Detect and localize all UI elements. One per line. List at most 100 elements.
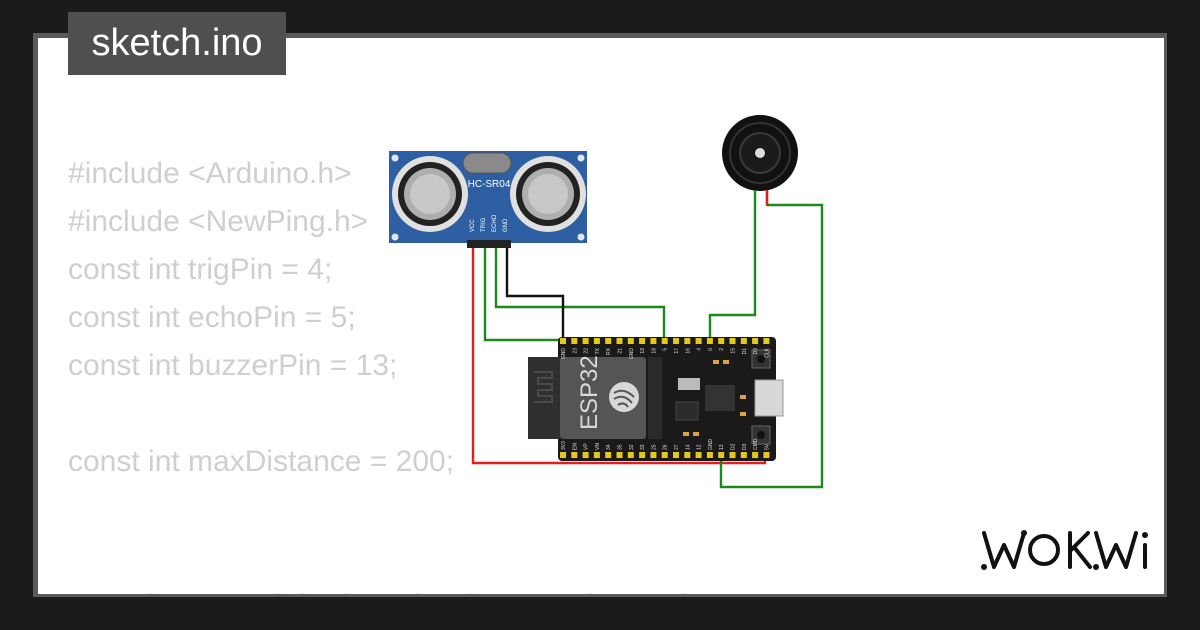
regulator <box>678 378 700 390</box>
pin[interactable] <box>673 338 679 344</box>
pin-label: D0 <box>753 348 759 355</box>
mount-hole <box>391 233 399 241</box>
sensor-pin-label: TRIG <box>481 217 487 232</box>
pin[interactable] <box>650 452 657 458</box>
piezo-buzzer-icon[interactable] <box>722 115 798 191</box>
pin[interactable] <box>639 452 646 458</box>
pin[interactable] <box>752 452 759 458</box>
wire-buzzer-gnd[interactable] <box>708 190 757 340</box>
mount-hole <box>391 154 399 162</box>
pin[interactable] <box>684 338 691 344</box>
pin[interactable] <box>718 338 725 344</box>
pin-label: 34 <box>606 444 612 450</box>
pin[interactable] <box>763 452 770 458</box>
pin-label: 22 <box>584 348 590 354</box>
pin-label: 12 <box>697 444 703 450</box>
wire-gnd[interactable] <box>505 248 565 340</box>
pin-label: 19 <box>640 348 646 354</box>
code-line: const int maxDistance = 200; <box>68 445 455 478</box>
wire-trig[interactable] <box>483 248 563 342</box>
pin[interactable] <box>616 452 623 458</box>
pin[interactable] <box>684 452 691 458</box>
pin[interactable] <box>661 338 668 344</box>
pin[interactable] <box>582 338 589 344</box>
pin[interactable] <box>673 452 679 458</box>
pin[interactable] <box>718 452 725 458</box>
code-line: NewPing sonar(trigPin, echoPin, maxDista… <box>68 582 700 594</box>
pin-label: GND <box>629 348 635 360</box>
crystal-oscillator <box>462 152 512 174</box>
pin-label: D3 <box>742 443 748 450</box>
pin[interactable] <box>740 338 747 344</box>
pin-label: 35 <box>618 444 624 450</box>
pin[interactable] <box>605 452 612 458</box>
pin[interactable] <box>571 338 578 344</box>
pin-label: CLK <box>764 347 770 357</box>
usb-chip <box>705 385 735 411</box>
pin-label: 4 <box>697 348 703 351</box>
board-label: ESP32 <box>576 355 603 430</box>
code-line: const int buzzerPin = 13; <box>68 349 398 382</box>
pin[interactable] <box>763 338 770 344</box>
pin-label: 26 <box>663 444 669 450</box>
usb-port[interactable] <box>754 379 784 417</box>
pin-label: 14 <box>685 444 691 450</box>
sensor-header <box>467 240 511 248</box>
code-line: const int echoPin = 5; <box>68 301 356 334</box>
pin-label: D2 <box>731 443 737 450</box>
pin-label: 17 <box>674 348 680 354</box>
pin-label: VP <box>584 443 590 450</box>
pin-label: D1 <box>742 348 748 355</box>
ultrasonic-sensor[interactable]: HC-SR04 VCC TRIG ECHO GND <box>389 151 587 248</box>
pin[interactable] <box>752 338 759 344</box>
pin-label: 5V <box>764 443 770 450</box>
pin[interactable] <box>571 452 578 458</box>
pin[interactable] <box>706 338 713 344</box>
pin[interactable] <box>639 338 646 344</box>
code-line: #include <NewPing.h> <box>68 205 369 238</box>
pin[interactable] <box>593 452 600 458</box>
pin[interactable] <box>695 452 702 458</box>
pin[interactable] <box>593 338 600 344</box>
code-background: #include <Arduino.h>#include <NewPing.h>… <box>68 150 700 594</box>
mount-hole <box>577 233 585 241</box>
pin[interactable] <box>627 338 634 344</box>
pin-label: 21 <box>618 348 624 354</box>
pin-label: 27 <box>674 444 680 450</box>
pin[interactable] <box>729 452 736 458</box>
file-name-tab[interactable]: sketch.ino <box>68 12 286 75</box>
pin[interactable] <box>627 452 634 458</box>
pin[interactable] <box>560 338 566 344</box>
pin-label: EN <box>572 443 578 450</box>
sensor-pin-label: ECHO <box>492 214 498 232</box>
pin[interactable] <box>650 338 657 344</box>
antenna <box>528 357 560 439</box>
sensor-pin-label: VCC <box>470 219 476 232</box>
pin-label: 13 <box>719 444 725 450</box>
pin-label: 0 <box>708 348 714 351</box>
pin-label: GND <box>708 439 714 451</box>
pin-label: CMD <box>753 438 759 450</box>
pin[interactable] <box>740 452 747 458</box>
pin-label: VN <box>595 443 601 450</box>
antenna-trace <box>534 371 553 403</box>
wire-echo[interactable] <box>494 248 666 340</box>
pin[interactable] <box>695 338 702 344</box>
pin[interactable] <box>605 338 612 344</box>
pin[interactable] <box>560 452 566 458</box>
pin-label: 16 <box>685 348 691 354</box>
pin-label: RX <box>606 347 612 355</box>
pin[interactable] <box>706 452 713 458</box>
pin[interactable] <box>661 452 668 458</box>
pin[interactable] <box>582 452 589 458</box>
sensor-pin-label: GND <box>503 218 509 232</box>
pin[interactable] <box>729 338 736 344</box>
wokwi-logo-icon <box>981 530 1148 570</box>
espressif-logo-icon <box>609 382 639 412</box>
code-line: const int trigPin = 4; <box>68 253 333 286</box>
pin[interactable] <box>616 338 623 344</box>
pin-label: 2 <box>719 348 725 351</box>
